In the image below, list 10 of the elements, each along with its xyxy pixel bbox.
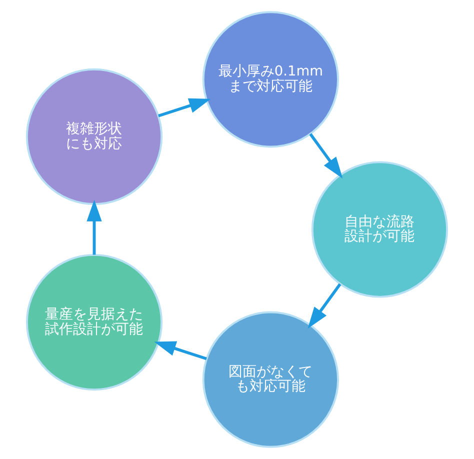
node-circle: 自由な流路設計が可能 [311,161,448,298]
arrow [309,133,343,179]
node-circle: 複雑形状にも対応 [26,68,163,206]
arrow [308,283,342,329]
node-circle: 図面がなくても対応可能 [202,311,339,448]
node-circle: 量産を見据えた試作設計が可能 [26,254,163,391]
arrow [154,341,207,360]
arrow [86,200,102,255]
node-circle: 最小厚み0.1mmまで対応可能 [202,11,339,148]
arrow [158,98,211,118]
